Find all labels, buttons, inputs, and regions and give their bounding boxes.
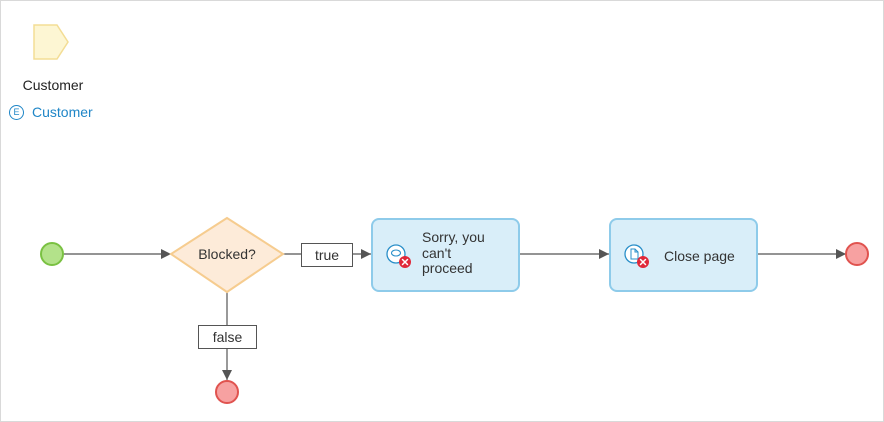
show-message-label: Sorry, you can't proceed: [422, 229, 485, 276]
page-icon: [624, 244, 649, 268]
close-page-activity[interactable]: Close page: [609, 218, 758, 292]
true-condition-label[interactable]: true: [301, 243, 353, 267]
show-message-activity[interactable]: Sorry, you can't proceed: [371, 218, 520, 292]
parameter-type[interactable]: E Customer: [9, 104, 93, 120]
end-event-false[interactable]: [215, 380, 239, 404]
decision-diamond[interactable]: [169, 216, 285, 294]
message-bubble-icon: [386, 244, 411, 268]
end-event-main[interactable]: [845, 242, 869, 266]
close-page-label: Close page: [664, 248, 735, 264]
parameter-type-label: Customer: [32, 104, 93, 120]
start-event[interactable]: [40, 242, 64, 266]
parameter-shape[interactable]: [33, 24, 69, 60]
parameter-name: Customer: [22, 77, 84, 93]
false-condition-label[interactable]: false: [198, 325, 257, 349]
decision-label: Blocked?: [198, 246, 256, 262]
entity-icon: E: [9, 104, 24, 120]
